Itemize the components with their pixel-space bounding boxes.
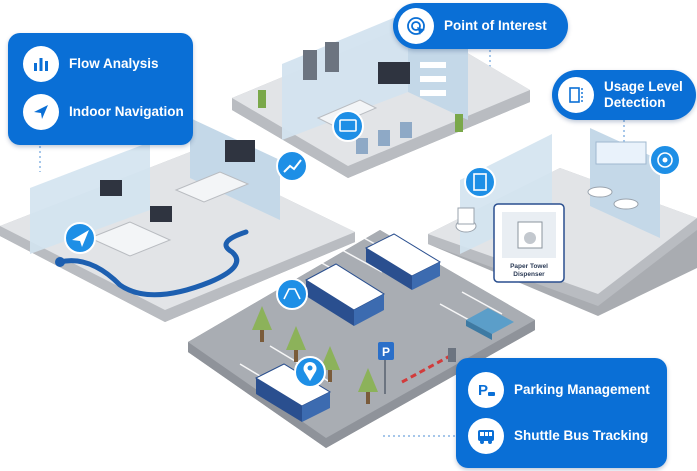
signal-badge	[649, 144, 681, 176]
platform-store-left	[0, 118, 355, 322]
scene-badges	[64, 110, 681, 388]
bus-icon	[468, 418, 504, 454]
shuttle-bus	[305, 263, 385, 326]
panel-indoor-features: Flow Analysis Indoor Navigation	[8, 33, 193, 145]
shuttle-bus-tracking-label: Shuttle Bus Tracking	[514, 428, 649, 443]
location-pin-badge	[294, 356, 326, 388]
svg-text:P: P	[382, 345, 390, 359]
flow-analysis-label: Flow Analysis	[69, 56, 159, 71]
navigation-arrow-icon	[72, 230, 89, 247]
feature-indoor-navigation[interactable]: Indoor Navigation	[23, 94, 184, 130]
dispenser-label-line2: Dispenser	[513, 271, 545, 278]
display-screen	[378, 62, 410, 84]
feature-flow-analysis[interactable]: Flow Analysis	[23, 46, 159, 82]
parking-management-label: Parking Management	[514, 382, 650, 397]
parking-car-icon: P	[468, 372, 504, 408]
location-pin-icon	[303, 362, 317, 381]
point-of-interest-label: Point of Interest	[444, 18, 547, 33]
analytics-badge	[276, 150, 308, 182]
signal-icon	[657, 152, 673, 168]
trees	[252, 306, 378, 404]
tap-target-icon	[398, 8, 434, 44]
platform-restroom: Paper Towel Dispenser	[428, 128, 697, 316]
mail-icon	[339, 119, 357, 132]
panel-point-of-interest[interactable]: Point of Interest	[393, 3, 568, 49]
navigation-arrow-icon	[23, 94, 59, 130]
svg-text:P: P	[478, 382, 488, 399]
panel-usage-level-detection[interactable]: Usage Level Detection	[552, 70, 696, 120]
platform-store-top	[232, 12, 530, 178]
message-badge	[332, 110, 364, 142]
navigation-path	[57, 229, 249, 298]
parking-zone-badge	[276, 278, 308, 310]
level-gauge-icon	[473, 173, 487, 191]
bar-chart-icon	[23, 46, 59, 82]
platform-parking-lot: P	[188, 230, 535, 448]
level-gauge-icon	[558, 77, 594, 113]
parked-car	[466, 308, 514, 340]
panel-outdoor-features: P Parking Management Shuttle Bus Trackin…	[456, 358, 667, 468]
display-screen	[225, 140, 255, 162]
feature-shuttle-bus-tracking[interactable]: Shuttle Bus Tracking	[468, 418, 648, 454]
navigation-badge	[64, 222, 96, 254]
shuttle-bus	[254, 363, 332, 422]
parking-zone-icon	[283, 288, 301, 300]
usage-sensor-badge	[464, 166, 496, 198]
usage-level-detection-label: Usage Level Detection	[604, 79, 683, 110]
trend-line-icon	[283, 159, 302, 173]
dispenser-label-line1: Paper Towel	[510, 263, 548, 270]
paper-towel-dispenser-callout: Paper Towel Dispenser	[493, 203, 565, 283]
shuttle-bus	[364, 233, 442, 290]
parking-sign: P	[378, 342, 394, 394]
feature-parking-management[interactable]: P Parking Management	[468, 372, 650, 408]
indoor-navigation-label: Indoor Navigation	[69, 104, 184, 119]
gate-barrier	[401, 348, 456, 384]
